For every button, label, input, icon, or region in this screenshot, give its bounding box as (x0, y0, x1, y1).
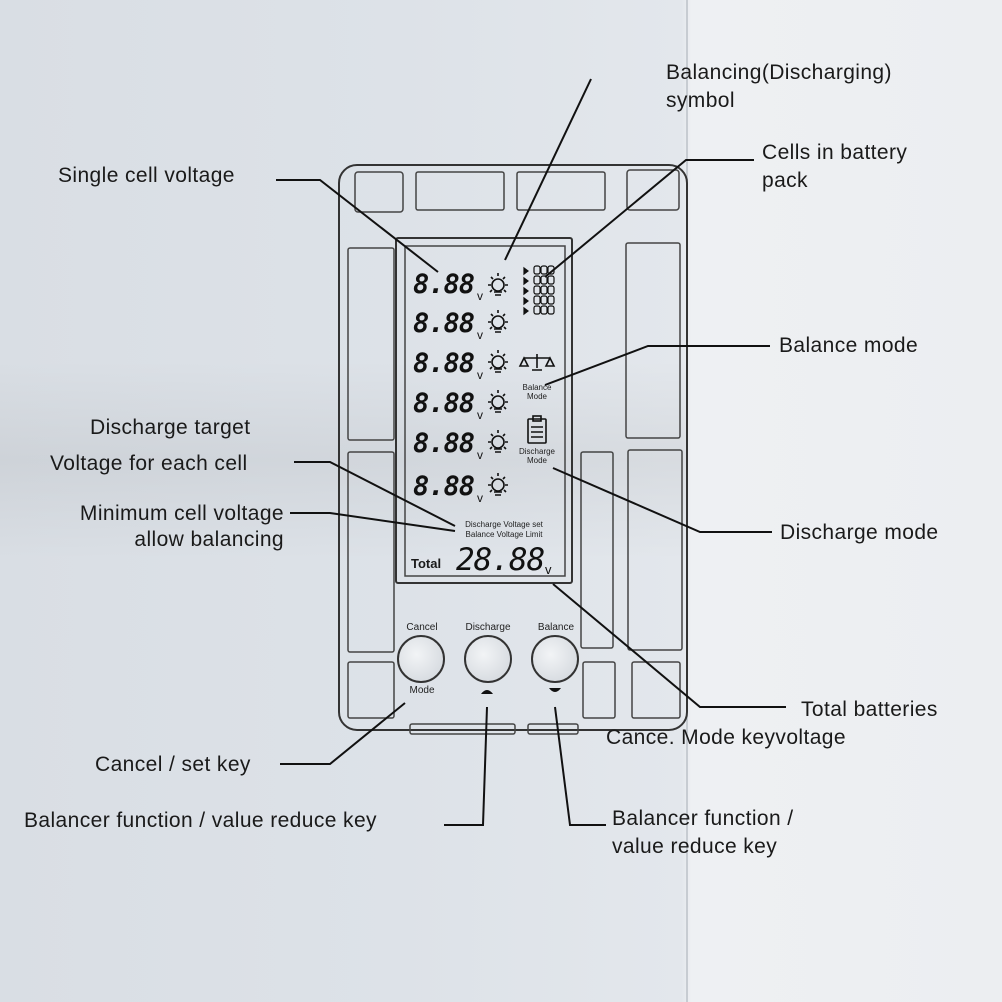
cancel-mode-key-label: Cance. Mode keyvoltage (606, 726, 846, 749)
balancer-reduce-key-left-label: Balancer function / value reduce key (24, 809, 377, 832)
cell-unit-4: v (477, 408, 483, 422)
cell-voltage-3: 8.88 (413, 348, 475, 379)
total-label: Total (411, 556, 442, 571)
cell-unit-5: v (477, 448, 483, 462)
cell-voltage-4: 8.88 (413, 388, 475, 419)
discharge-key-label: Discharge (465, 622, 511, 633)
down-arrow-icon (549, 688, 561, 692)
cell-unit-2: v (477, 328, 483, 342)
bulb-icon (488, 273, 508, 496)
cancel-key-label: Cancel (406, 622, 438, 633)
balancer-reduce-key-right-label-line2: value reduce key (612, 835, 778, 858)
discharge-mode-label: Discharge mode (780, 521, 939, 544)
cancel-button[interactable] (397, 635, 445, 683)
battery-stack-icon (523, 265, 555, 316)
cancel-set-key-label: Cancel / set key (95, 753, 251, 776)
balance-key-label: Balance (537, 622, 575, 633)
cell-unit-1: v (477, 289, 483, 303)
device-outline (338, 164, 688, 731)
cell-voltage-1: 8.88 (413, 269, 475, 300)
single-cell-voltage-label: Single cell voltage (58, 164, 235, 187)
balance-button[interactable] (531, 635, 579, 683)
min-cell-voltage-label-line1: Minimum cell voltage (79, 502, 284, 525)
balancer-reduce-key-right-label-line1: Balancer function / (612, 807, 794, 830)
balance-mode-label: Balance mode (779, 334, 919, 357)
total-batteries-label: Total batteries (801, 698, 938, 721)
cells-in-pack-label-line2: pack (762, 169, 808, 192)
clipboard-icon (527, 415, 547, 444)
discharge-button[interactable] (464, 635, 512, 683)
cell-unit-6: v (477, 491, 483, 505)
discharge-target-label: Discharge target (90, 416, 251, 439)
cell-voltage-5: 8.88 (413, 428, 475, 459)
discharge-voltage-set-text: Discharge Voltage set (465, 520, 543, 529)
total-unit: v (545, 562, 552, 577)
cell-voltage-2: 8.88 (413, 308, 475, 339)
up-arrow-icon (481, 690, 493, 694)
balance-voltage-limit-text: Balance Voltage Limit (465, 530, 543, 539)
total-voltage: 28.88 (456, 542, 545, 578)
scale-icon (518, 354, 556, 371)
lcd-window (395, 237, 573, 584)
balancing-symbol-label-line2: symbol (666, 89, 735, 112)
cell-unit-3: v (477, 368, 483, 382)
cell-voltage-6: 8.88 (413, 471, 475, 502)
mode-key-label: Mode (409, 685, 435, 696)
balancing-symbol-label-line1: Balancing(Discharging) (666, 61, 892, 84)
leader-lines (276, 78, 786, 826)
cells-in-pack-label-line1: Cells in battery (762, 141, 908, 164)
min-cell-voltage-label-line2: allow balancing (134, 528, 284, 551)
voltage-each-cell-label: Voltage for each cell (50, 452, 248, 475)
